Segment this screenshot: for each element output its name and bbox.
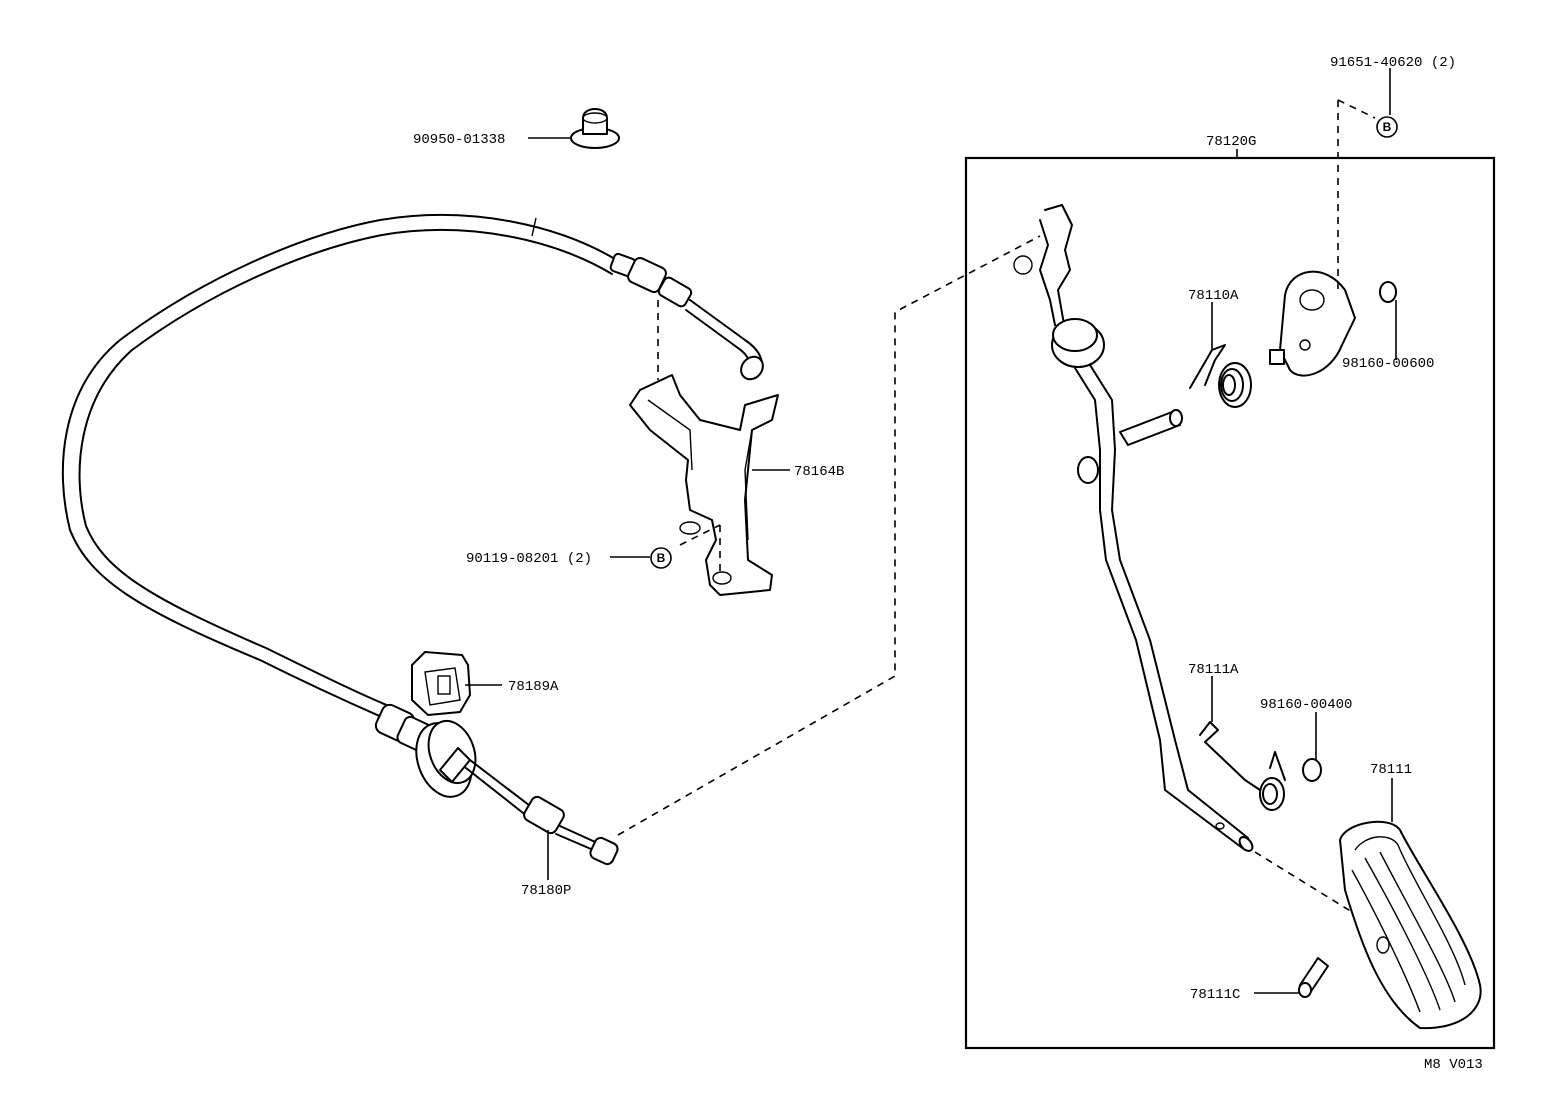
pedal-lever — [1269, 99, 1376, 377]
label-pin: 78111C — [1190, 987, 1240, 1003]
label-bolt-bracket: 90119-08201 (2) — [466, 551, 592, 567]
clip-98160-00600 — [1379, 281, 1397, 360]
label-clamp: 78189A — [508, 679, 559, 695]
label-bolt-top: 91651-40620 (2) — [1330, 55, 1456, 71]
marker-b-top: B — [1376, 116, 1398, 138]
clip-98160-00400 — [1302, 758, 1322, 782]
accelerator-cable — [61, 214, 1041, 866]
pedal-assembly-frame — [964, 156, 1496, 1050]
label-spring-b: 78111A — [1188, 662, 1239, 678]
spring-78110a — [1189, 344, 1252, 408]
label-cable: 78180P — [521, 883, 571, 899]
pin-78111c — [1298, 957, 1329, 998]
grommet — [570, 108, 620, 149]
label-clip-mid: 98160-00400 — [1260, 697, 1352, 713]
figure-code: M8 V013 — [1424, 1057, 1483, 1073]
label-pedal-assembly: 78120G — [1206, 134, 1256, 150]
label-bracket: 78164B — [794, 464, 844, 480]
label-spring-a: 78110A — [1188, 288, 1239, 304]
spring-78111a — [1199, 721, 1286, 811]
bracket — [629, 374, 779, 596]
pedal-pad — [1339, 820, 1482, 1030]
label-grommet: 90950-01338 — [413, 132, 505, 148]
clamp — [411, 651, 471, 716]
pedal-arm — [1013, 204, 1366, 921]
label-clip-top: 98160-00600 — [1342, 356, 1434, 372]
marker-b-bracket: B — [650, 547, 672, 569]
svg-text:B: B — [657, 551, 666, 565]
svg-text:B: B — [1383, 120, 1392, 134]
label-pad: 78111 — [1370, 762, 1412, 778]
